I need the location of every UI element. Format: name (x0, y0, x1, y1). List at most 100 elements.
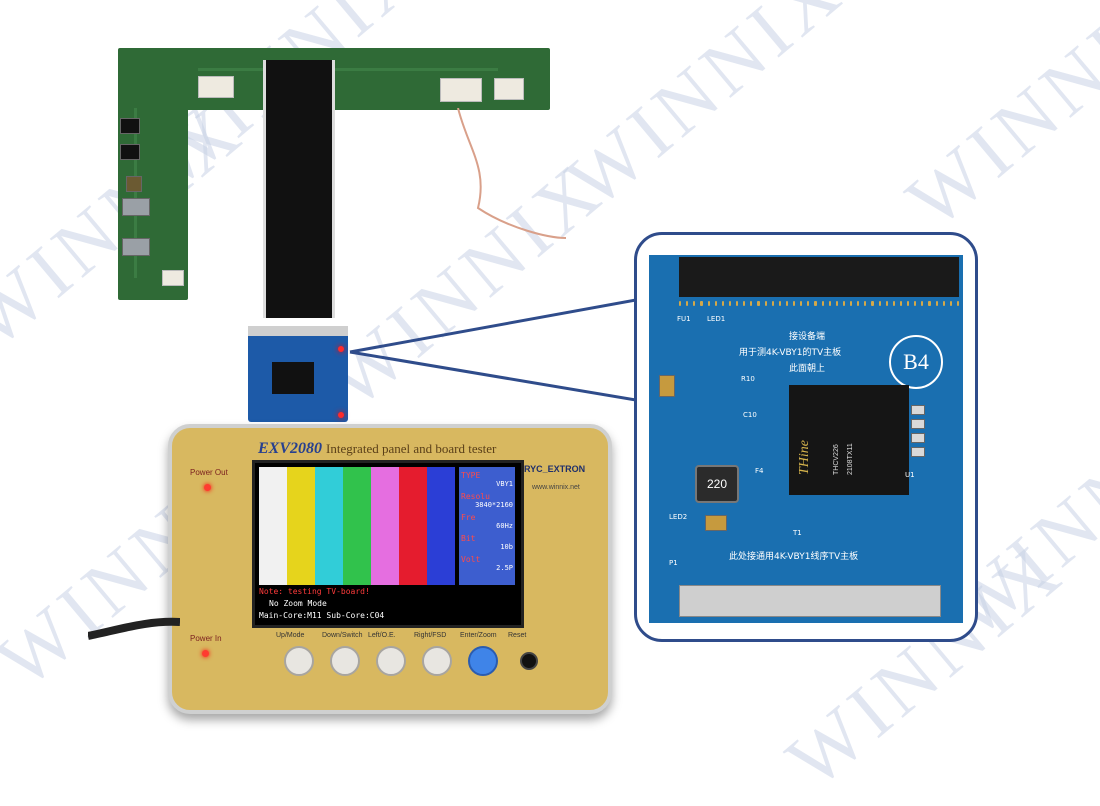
url-label: www.winnix.net (532, 484, 580, 491)
color-bar (343, 467, 371, 585)
silk-p1: P1 (669, 559, 678, 567)
power-cord (88, 617, 180, 640)
silk-u1: U1 (905, 471, 915, 479)
color-bar (287, 467, 315, 585)
header-pin (814, 301, 817, 306)
tester-model: EXV2080 (258, 440, 323, 457)
right-fsd-button[interactable] (422, 646, 452, 676)
header-pin (935, 301, 938, 306)
header-pin (778, 301, 781, 306)
silk-fu1: FU1 (677, 315, 691, 323)
capacitor (705, 515, 727, 531)
header-pin (714, 301, 717, 306)
cn-device-end: 接设备端 (789, 332, 826, 342)
side-heading: Fre (461, 513, 476, 522)
header-pin (750, 301, 753, 306)
header-pin (707, 301, 710, 306)
adapter-led (338, 412, 344, 418)
tester-subtitle: Integrated panel and board tester (326, 441, 497, 456)
inductor-value: 220 (707, 477, 728, 491)
header-pin (885, 301, 888, 306)
reset-button[interactable] (520, 652, 538, 670)
capacitor (911, 405, 925, 415)
side-value: 60Hz (496, 522, 513, 530)
button-label: Left/O.E. (368, 632, 396, 639)
watermark: WINNIX (550, 0, 860, 225)
header-pin (743, 301, 746, 306)
header-pin (956, 301, 959, 306)
header-pin (757, 301, 760, 306)
av-jack (120, 118, 140, 134)
color-bars (259, 467, 455, 585)
screen-core-line: Main-Core:M11 Sub-Core:C04 (259, 611, 385, 620)
white-connector (494, 78, 524, 100)
watermark: WINNIX (890, 0, 1100, 245)
silk-led2: LED2 (669, 513, 688, 521)
adapter-connector (248, 326, 348, 336)
color-bar (371, 467, 399, 585)
adapter-chip (272, 362, 314, 394)
button-label: Down/Switch (322, 632, 363, 639)
side-heading: Bit (461, 534, 476, 543)
pcb-top-section (178, 48, 550, 110)
pin-row (679, 301, 959, 321)
enter-zoom-button[interactable] (468, 646, 498, 676)
header-pin (821, 301, 824, 306)
header-pin (914, 301, 917, 306)
silk-c10: C10 (743, 411, 757, 419)
white-connector (162, 270, 184, 286)
color-bar (315, 467, 343, 585)
power-out-led (204, 484, 211, 491)
power-in-label: Power In (190, 634, 222, 643)
silk-led1: LED1 (707, 315, 726, 323)
capacitor (659, 375, 675, 397)
chip-logo: THine (797, 440, 812, 475)
left-o-e-button[interactable] (376, 646, 406, 676)
screen-zoom-line: No Zoom Mode (269, 599, 327, 608)
side-value: VBY1 (496, 480, 513, 488)
side-value: 3840*2160 (475, 501, 513, 509)
pcb-trace (198, 68, 498, 71)
header-pin (899, 301, 902, 306)
button-label: Up/Mode (276, 632, 305, 639)
capacitor (911, 419, 925, 429)
chip-part: THCV226 (833, 444, 840, 475)
header-pin (857, 301, 860, 306)
header-pin (835, 301, 838, 306)
silk-f4: F4 (755, 467, 764, 475)
header-pin (693, 301, 696, 306)
header-pin (793, 301, 796, 306)
header-pin (771, 301, 774, 306)
color-bar (259, 467, 287, 585)
header-pin (842, 301, 845, 306)
side-heading: Volt (461, 555, 481, 564)
color-bar (427, 467, 455, 585)
header-pin (686, 301, 689, 306)
header-pin (942, 301, 945, 306)
screen-note-line: Note: testing TV-board! (259, 587, 370, 596)
up-mode-button[interactable] (284, 646, 314, 676)
color-bar (399, 467, 427, 585)
cn-bottom-note: 此处接通用4K-VBY1线序TV主板 (729, 552, 859, 562)
thine-chip: THine THCV226 2108TX11 (789, 385, 909, 495)
button-label: Right/FSD (414, 632, 447, 639)
lvds-ribbon-cable (263, 60, 335, 318)
header-pin (949, 301, 952, 306)
usb-port (122, 238, 150, 256)
pcb-trace (134, 108, 137, 278)
header-pin (700, 301, 703, 306)
header-pin (728, 301, 731, 306)
header-pin (871, 301, 874, 306)
header-pin (928, 301, 931, 306)
zoom-board: 接设备端 用于测4K-VBY1的TV主板 此面朝上 B4 THine THCV2… (649, 255, 963, 623)
fpc-connector (679, 585, 941, 617)
side-heading: Resolu (461, 492, 490, 501)
tv-main-board (118, 48, 567, 318)
power-out-label: Power Out (190, 468, 228, 477)
zoom-callout: 接设备端 用于测4K-VBY1的TV主板 此面朝上 B4 THine THCV2… (634, 232, 978, 642)
down-switch-button[interactable] (330, 646, 360, 676)
white-connector (440, 78, 482, 102)
